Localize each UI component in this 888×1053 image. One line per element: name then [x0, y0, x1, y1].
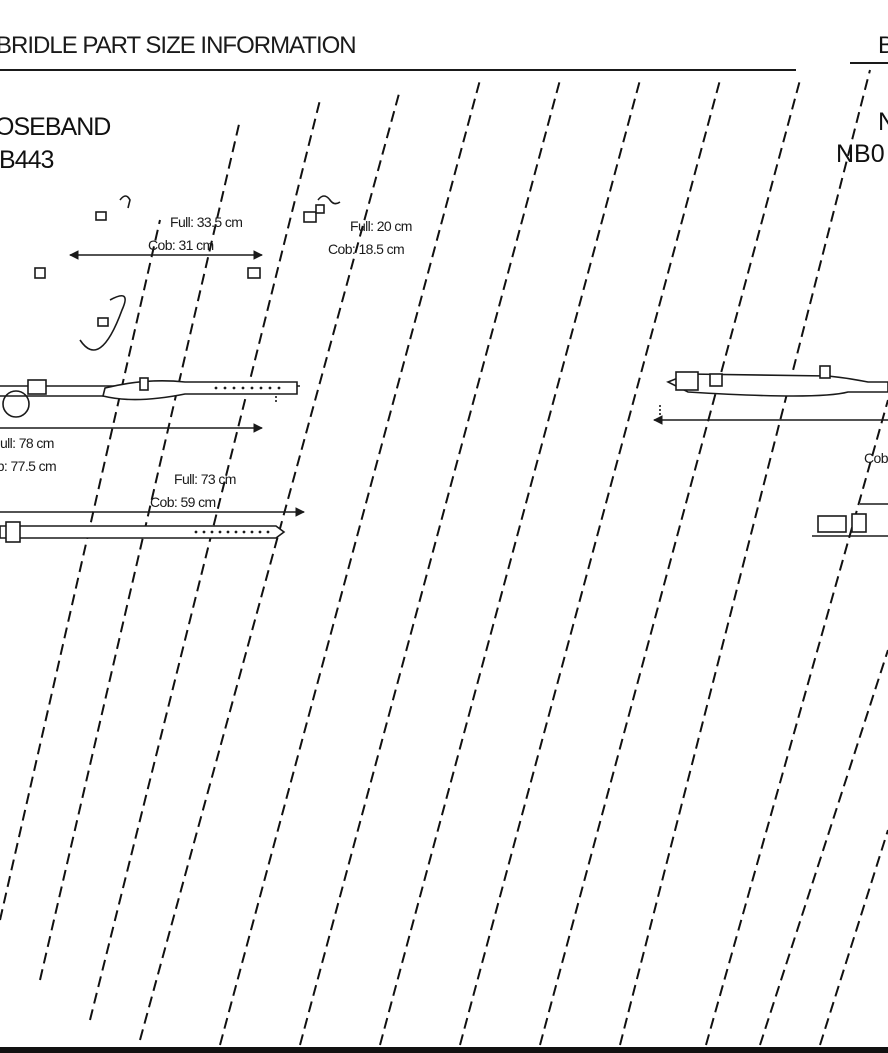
nose-band-drawing — [0, 377, 300, 433]
strap-hole — [194, 530, 198, 534]
nose-band-hole-dots — [214, 386, 281, 390]
strap-hole — [210, 530, 214, 534]
strap-hole — [277, 386, 281, 390]
right-product-name-fragment: N — [878, 108, 888, 136]
right-noseband-drawing — [653, 365, 888, 537]
product-name: NOSEBAND — [0, 113, 111, 141]
top-strap-drawing — [34, 195, 263, 351]
strap-hole — [214, 386, 218, 390]
strap-hole — [259, 386, 263, 390]
side-strap-drawing — [303, 195, 341, 223]
strap-hole — [266, 530, 270, 534]
right-title-divider — [850, 62, 888, 64]
strap-hole — [218, 530, 222, 534]
diagonal-watermark-lines — [0, 69, 888, 1046]
bottom-edge-bar — [0, 1047, 888, 1053]
side-strap-full-label: Full: 20 cm — [350, 218, 412, 234]
nose-band-cob-label: Cob: 77.5 cm — [0, 458, 57, 474]
top-strap-full-label: Full: 33.5 cm — [170, 214, 243, 230]
page-title: BRIDLE PART SIZE INFORMATION — [0, 32, 357, 59]
strap-hole — [241, 386, 245, 390]
title-divider — [0, 69, 796, 71]
flash-strap-full-label: Full: 73 cm — [174, 471, 236, 487]
right-cob-label-fragment: Cob — [864, 450, 888, 466]
flash-strap-drawing — [0, 507, 305, 543]
top-strap-cob-label: Cob: 31 cm — [148, 237, 214, 253]
strap-hole — [258, 530, 262, 534]
side-strap-cob-label: Cob: 18.5 cm — [328, 241, 405, 257]
right-page-title-fragment: B — [878, 32, 888, 59]
strap-hole — [234, 530, 238, 534]
right-product-code-fragment: NB0 — [836, 140, 885, 168]
strap-hole — [268, 386, 272, 390]
flash-strap-hole-dots — [194, 530, 270, 534]
nose-band-full-label: Full: 78 cm — [0, 435, 54, 451]
strap-hole — [223, 386, 227, 390]
strap-hole — [232, 386, 236, 390]
strap-hole — [250, 530, 254, 534]
strap-hole — [202, 530, 206, 534]
strap-hole — [226, 530, 230, 534]
strap-hole — [242, 530, 246, 534]
flash-strap-cob-label: Cob: 59 cm — [150, 494, 216, 510]
product-code: NB443 — [0, 146, 54, 174]
strap-hole — [250, 386, 254, 390]
